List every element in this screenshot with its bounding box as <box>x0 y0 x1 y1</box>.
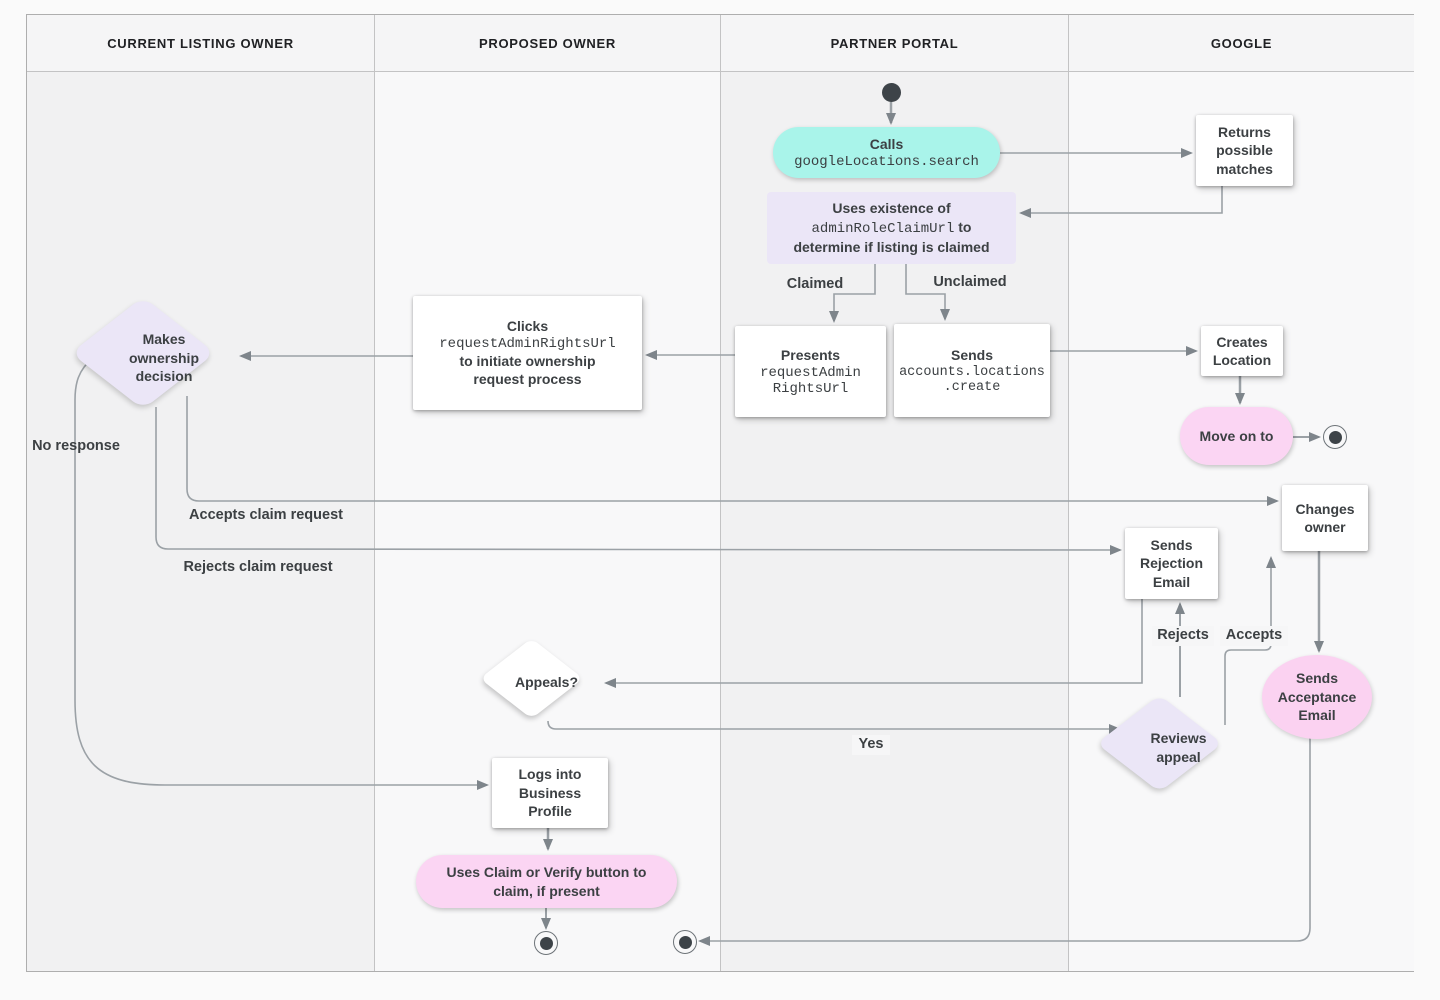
edge-label-unclaimed: Unclaimed <box>933 274 1007 290</box>
end-node-google <box>1323 425 1347 449</box>
node-line3: to initiate ownership <box>459 352 596 369</box>
node-code: googleLocations.search <box>794 153 979 170</box>
node-code-line1: requestAdmin <box>760 364 861 381</box>
edge-label-rejects: Rejects <box>1152 626 1214 646</box>
creates-location-node: Creates Location <box>1201 326 1283 376</box>
logs-into-business-profile-node: Logs into Business Profile <box>492 758 608 828</box>
sends-accounts-locations-create-node: Sends accounts.locations .create <box>894 324 1050 417</box>
presents-request-admin-rights-url-node: Presents requestAdmin RightsUrl <box>735 326 886 417</box>
end-node-dot <box>678 935 692 949</box>
node-code-line2: .create <box>943 379 1001 395</box>
lane-header-google: GOOGLE <box>1068 15 1414 72</box>
node-text: Creates Location <box>1212 333 1272 368</box>
reviews-appeal-diamond: Reviews appeal <box>1096 695 1242 796</box>
sends-acceptance-email-node: Sends Acceptance Email <box>1262 655 1372 739</box>
edge-label-yes: Yes <box>852 735 890 755</box>
node-text: Uses Claim or Verify button to claim, if… <box>446 864 647 899</box>
changes-owner-node: Changes owner <box>1282 485 1368 551</box>
node-title: Calls <box>869 136 904 153</box>
diamond-label: Reviews appeal <box>1150 730 1207 765</box>
sends-rejection-email-node: Sends Rejection Email <box>1125 528 1218 599</box>
makes-ownership-decision-diamond: Makes ownership decision <box>70 296 236 414</box>
end-node-partner-portal <box>673 930 697 954</box>
calls-google-locations-search-node: Calls googleLocations.search <box>773 127 1000 178</box>
node-line1: Uses existence of <box>832 200 951 217</box>
uses-claim-or-verify-node: Uses Claim or Verify button to claim, if… <box>416 855 677 908</box>
move-on-to-node: Move on to <box>1180 407 1293 465</box>
node-code: adminRoleClaimUrl <box>811 220 955 237</box>
node-title: Clicks <box>506 318 549 335</box>
diamond-label: Appeals? <box>514 674 578 691</box>
start-node <box>882 83 901 102</box>
node-code-line2: RightsUrl <box>772 380 849 397</box>
lane-current-listing-owner <box>27 15 374 971</box>
node-text: Sends Acceptance Email <box>1277 670 1357 724</box>
lane-header-proposed-owner: PROPOSED OWNER <box>374 15 720 72</box>
lane-header-current-listing-owner: CURRENT LISTING OWNER <box>27 15 374 72</box>
end-node-dot <box>1328 430 1342 444</box>
node-text: Returns possible matches <box>1216 123 1273 177</box>
node-code-line1: accounts.locations <box>899 364 1045 380</box>
node-text: Changes owner <box>1295 500 1355 535</box>
edge-label-rejects-claim-request: Rejects claim request <box>183 559 333 575</box>
edge-label-no-response: No response <box>32 438 120 454</box>
appeals-diamond: Appeals? <box>479 638 598 723</box>
node-text: Move on to <box>1199 427 1274 444</box>
node-code: requestAdminRightsUrl <box>439 335 616 352</box>
returns-possible-matches-node: Returns possible matches <box>1196 115 1293 186</box>
node-after-code: to <box>954 218 972 235</box>
node-line4: request process <box>473 371 582 388</box>
end-node-dot <box>539 936 553 950</box>
diamond-label: Makes ownership decision <box>128 331 199 385</box>
edge-label-claimed: Claimed <box>786 276 844 292</box>
uses-existence-admin-role-claim-url-node: Uses existence of adminRoleClaimUrl to d… <box>767 192 1016 264</box>
edge-label-accepts: Accepts <box>1220 626 1288 646</box>
node-title: Presents <box>780 347 841 364</box>
node-line3: determine if listing is claimed <box>793 239 990 256</box>
lane-header-partner-portal: PARTNER PORTAL <box>720 15 1068 72</box>
end-node-proposed-owner <box>534 931 558 955</box>
node-line2: adminRoleClaimUrl to <box>812 218 972 238</box>
clicks-request-admin-rights-url-node: Clicks requestAdminRightsUrl to initiate… <box>413 296 642 410</box>
node-title: Sends <box>950 347 993 364</box>
edge-label-accepts-claim-request: Accepts claim request <box>189 507 343 523</box>
node-text: Logs into Business Profile <box>518 766 582 820</box>
node-text: Sends Rejection Email <box>1139 536 1203 590</box>
